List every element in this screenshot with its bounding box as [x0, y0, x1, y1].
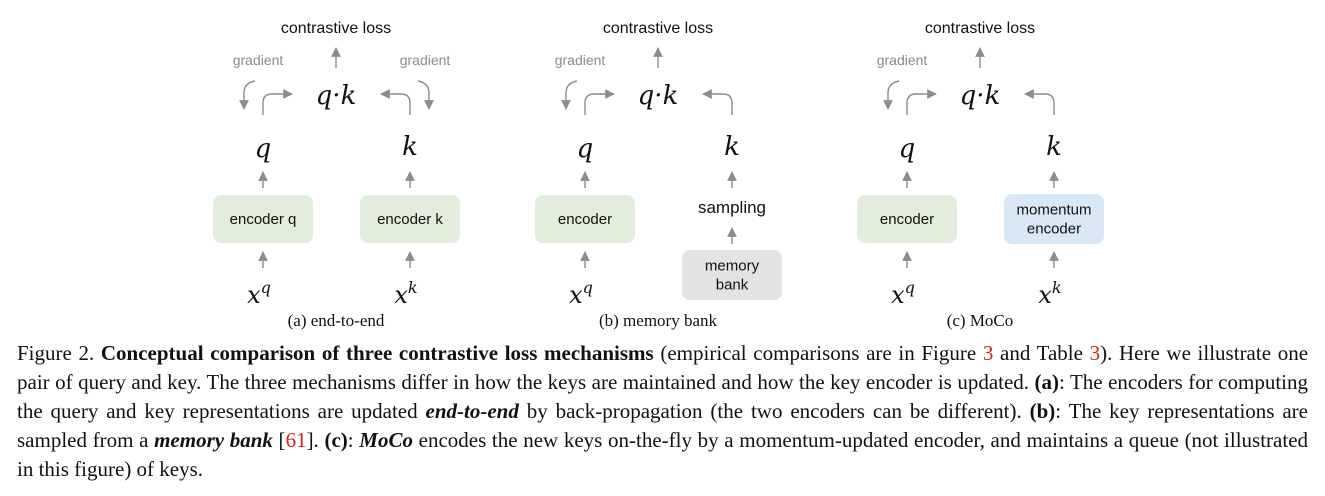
caption-text: (empirical comparisons are in Figure — [653, 341, 983, 365]
caption-label-b: (b) — [1029, 399, 1056, 423]
gradient-arrow-left — [239, 80, 256, 110]
x-q-symbol-sup: q — [261, 278, 271, 297]
momentum-encoder-box — [1004, 194, 1104, 244]
key-encoder-box-label: encoder k — [377, 211, 443, 228]
encoder-box-label: encoder — [558, 211, 612, 228]
k-symbol: k — [402, 132, 418, 162]
qk-label: q·k — [316, 81, 357, 111]
caption-text: [ — [272, 428, 286, 452]
panel-caption: (b) memory bank — [599, 311, 718, 330]
caption-label-a: (a) — [1034, 370, 1060, 394]
forward-arrow-left — [262, 89, 293, 115]
gradient-label-left: gradient — [555, 52, 606, 68]
key-encoder-box — [360, 195, 460, 243]
panel-caption: (a) end-to-end — [288, 311, 385, 330]
q-symbol: q — [255, 134, 272, 164]
caption-text: by back-propagation (the two encoders ca… — [518, 399, 1030, 423]
forward-arrow-right — [702, 89, 733, 115]
contrastive-loss-label: contrastive loss — [603, 20, 713, 37]
caption-text: : The encoders for computing the query a… — [17, 370, 1309, 423]
caption-emph-end-to-end: end-to-end — [425, 399, 519, 423]
encoder-box — [857, 195, 957, 243]
x-k-symbol-base: x — [1038, 281, 1052, 309]
qk-label: q·k — [960, 81, 1001, 111]
table-ref-link[interactable]: 3 — [1089, 341, 1101, 365]
figure-number: Figure 2. — [17, 341, 95, 365]
panel-caption: (c) MoCo — [947, 311, 1014, 330]
x-k-symbol-sup: k — [408, 278, 418, 297]
forward-arrow-right — [1024, 89, 1055, 115]
k-symbol: k — [724, 132, 740, 162]
forward-arrow-right — [380, 89, 411, 115]
panel-a: contrastive loss q·k gradient gradient q k enc… — [213, 20, 460, 330]
figure-diagram: contrastive loss q·k gradient gradient q k enc… — [213, 20, 1104, 330]
q-symbol: q — [899, 134, 916, 164]
contrastive-loss-label: contrastive loss — [925, 20, 1035, 37]
caption-text: and Table — [993, 341, 1090, 365]
x-q-symbol-base: x — [569, 281, 583, 309]
x-k-symbol-base: x — [394, 281, 408, 309]
encoder-box — [535, 195, 635, 243]
x-q-symbol: xq — [891, 278, 915, 309]
sampling-label: sampling — [698, 198, 766, 217]
encoder-box-label: encoder q — [230, 211, 297, 228]
caption-label-c: (c) — [324, 428, 348, 452]
caption-emph-memory-bank: memory bank — [154, 428, 273, 452]
caption-text: ]. — [306, 428, 325, 452]
qk-label: q·k — [638, 81, 679, 111]
x-k-symbol: xk — [1038, 278, 1061, 309]
x-k-symbol: xk — [394, 278, 417, 309]
x-q-symbol-base: x — [247, 281, 261, 309]
x-k-symbol-sup: k — [1052, 278, 1062, 297]
forward-arrow-left — [584, 89, 615, 115]
figure-ref-link[interactable]: 3 — [982, 341, 994, 365]
x-q-symbol-sup: q — [583, 278, 593, 297]
gradient-label-left: gradient — [877, 52, 928, 68]
citation-ref-link[interactable]: 61 — [285, 428, 307, 452]
x-q-symbol-base: x — [891, 281, 905, 309]
x-q-symbol: xq — [569, 278, 593, 309]
momentum-encoder-box-label: encoder — [1027, 221, 1081, 238]
caption-title: Conceptual comparison of three contrasti… — [100, 341, 654, 365]
x-q-symbol-sup: q — [905, 278, 915, 297]
contrastive-loss-label: contrastive loss — [281, 20, 391, 37]
memory-bank-box-label: bank — [716, 277, 749, 294]
caption-text: : — [347, 428, 360, 452]
gradient-arrow-left — [561, 80, 578, 110]
gradient-label-left: gradient — [233, 52, 284, 68]
momentum-encoder-box-label: momentum — [1016, 202, 1091, 219]
caption-text: encodes the new keys on-the-fly by a mom… — [17, 428, 1309, 481]
figure-caption: Figure 2. Conceptual comparison of three… — [17, 339, 1308, 484]
caption-emph-moco: MoCo — [359, 428, 413, 452]
k-symbol: k — [1046, 132, 1062, 162]
memory-bank-box-label: memory — [705, 258, 760, 275]
q-symbol: q — [577, 134, 594, 164]
gradient-arrow-right — [417, 80, 434, 110]
memory-bank-box — [682, 250, 782, 300]
caption-text: ). Here we illustrate one pair of query … — [17, 341, 1309, 394]
x-q-symbol: xq — [247, 278, 271, 309]
gradient-label-right: gradient — [400, 52, 451, 68]
encoder-box — [213, 195, 313, 243]
encoder-box-label: encoder — [880, 211, 934, 228]
gradient-arrow-left — [883, 80, 900, 110]
forward-arrow-left — [906, 89, 937, 115]
caption-text: : The key representations are sampled fr… — [17, 399, 1308, 452]
